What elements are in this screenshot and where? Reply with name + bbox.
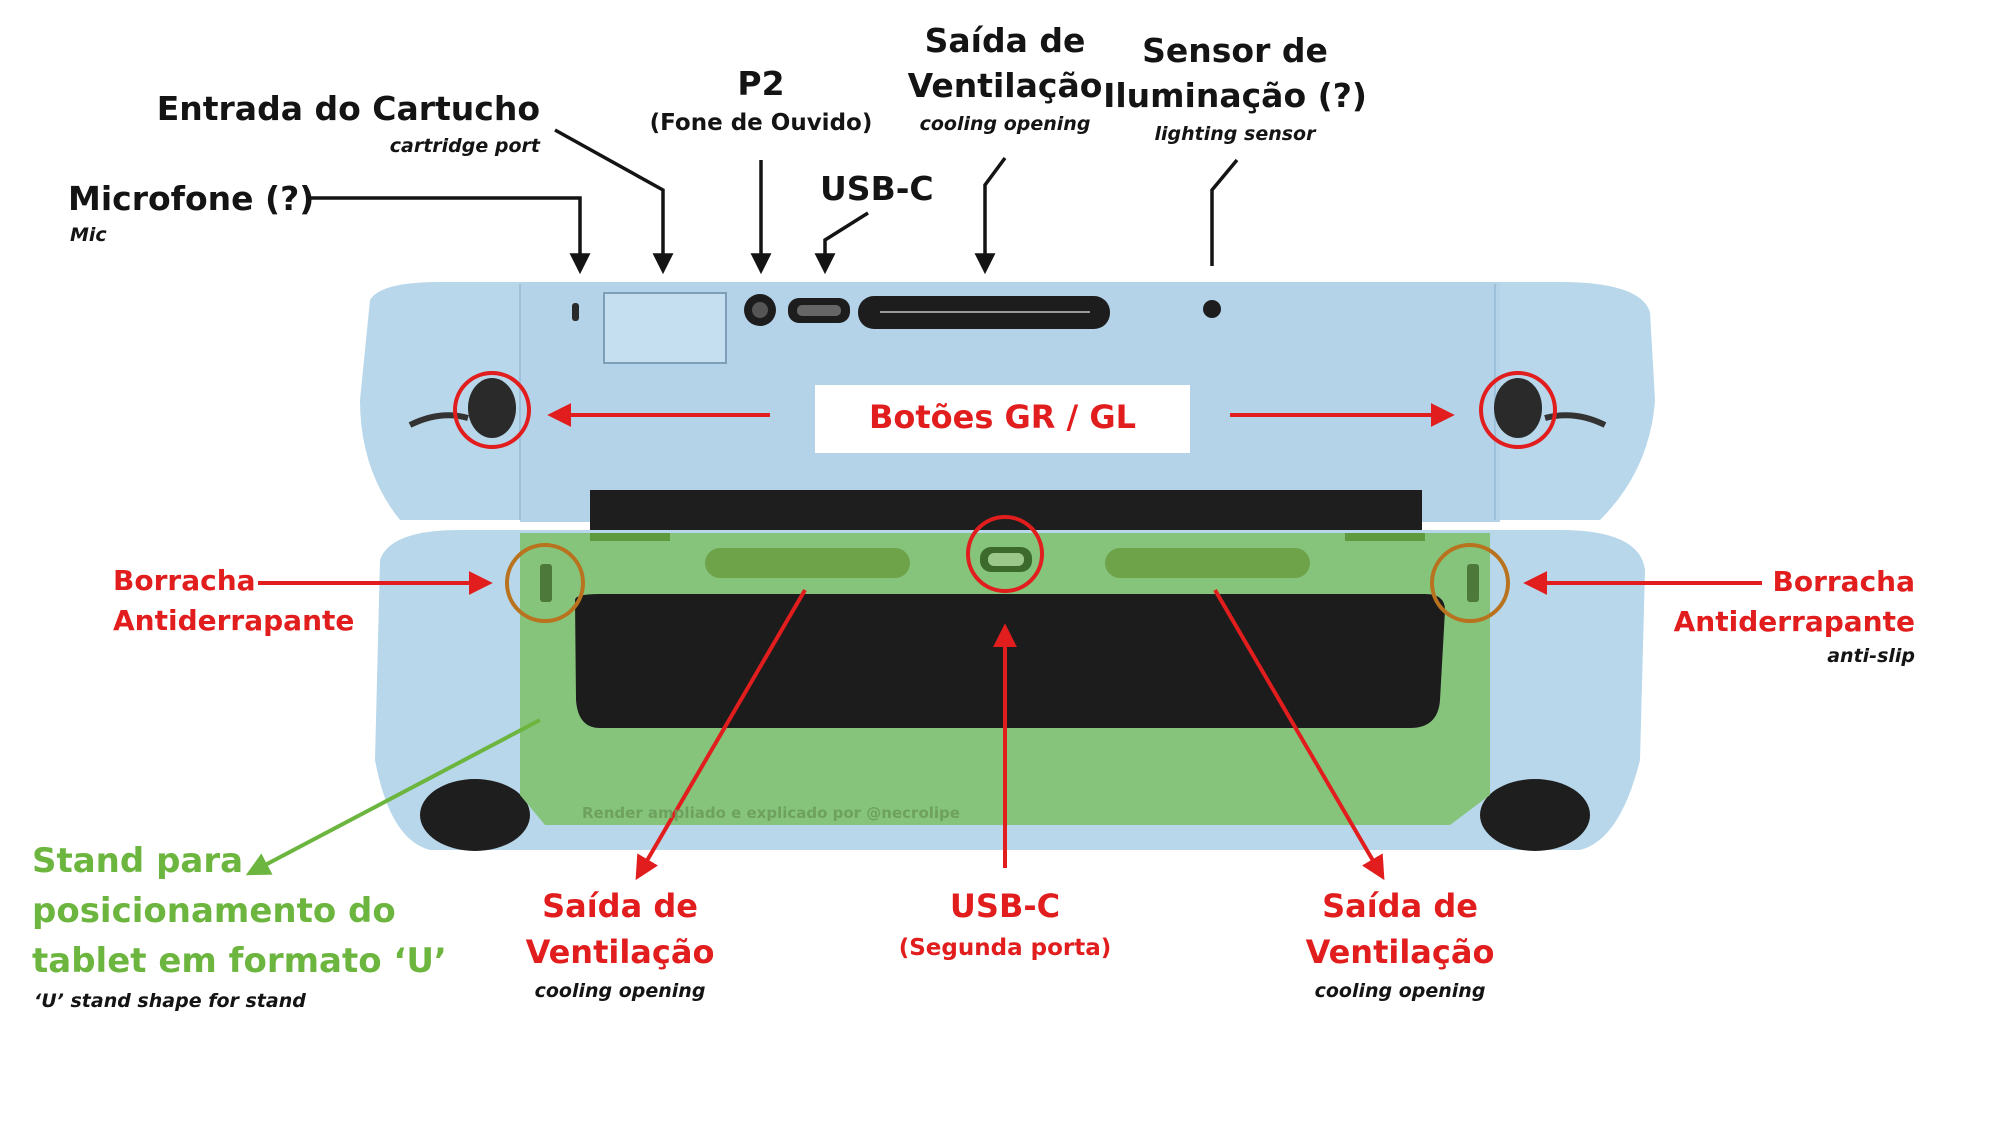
console-bottom-view — [375, 530, 1645, 851]
p2-subtitle: (Fone de Ouvido) — [649, 110, 873, 136]
vent-right-subtitle: cooling opening — [1314, 980, 1486, 1002]
antislip-left-line2: Antiderrapante — [113, 604, 355, 637]
cartridge-slot-icon — [603, 292, 727, 364]
mic-hole-icon — [572, 303, 579, 321]
antislip-right-line1: Borracha — [1772, 565, 1915, 598]
stand-line3: tablet em formato ‘U’ — [32, 941, 447, 981]
cartridge-title: Entrada do Cartucho — [156, 89, 540, 128]
gl-button-icon — [468, 378, 516, 438]
vent-left-line1: Saída de — [542, 887, 698, 925]
vent-left-subtitle: cooling opening — [534, 980, 706, 1002]
usbc-top-title: USB-C — [820, 169, 934, 208]
bottom-vent-left-icon — [705, 548, 910, 578]
sensor-subtitle: lighting sensor — [1154, 123, 1316, 145]
mic-subtitle: Mic — [70, 224, 107, 246]
sensor-line2: Iluminação (?) — [1103, 76, 1367, 115]
mic-title: Microfone (?) — [68, 179, 315, 218]
stand-line2: posicionamento do — [32, 891, 396, 931]
vent-top-subtitle: cooling opening — [919, 113, 1091, 135]
antislip-left-icon — [540, 564, 552, 602]
red-annotation-arrows — [258, 403, 1762, 881]
stand-subtitle: ‘U’ stand shape for stand — [34, 990, 306, 1012]
vent-left-line2: Ventilação — [525, 933, 715, 971]
vent-top-line2: Ventilação — [907, 66, 1103, 105]
vent-top-line1: Saída de — [924, 21, 1086, 60]
gl-gr-buttons-label: Botões GR / GL — [868, 398, 1137, 436]
antislip-right-subtitle: anti-slip — [1827, 645, 1915, 667]
sensor-line1: Sensor de — [1142, 31, 1328, 70]
light-sensor-icon — [1203, 300, 1221, 318]
watermark: Render ampliado e explicado por @necroli… — [582, 804, 960, 822]
bottom-vent-right-icon — [1105, 548, 1310, 578]
antislip-right-icon — [1467, 564, 1479, 602]
vent-right-line2: Ventilação — [1305, 933, 1495, 971]
p2-title: P2 — [737, 64, 785, 103]
usbc-second-title: USB-C — [949, 887, 1061, 925]
stand-arrow — [245, 718, 541, 876]
antislip-right-line2: Antiderrapante — [1673, 605, 1915, 638]
antislip-left-line1: Borracha — [113, 564, 256, 597]
vent-right-line1: Saída de — [1322, 887, 1478, 925]
annotation-arrow — [310, 128, 1239, 275]
highlight-circle — [453, 371, 1557, 593]
center-label-box: Botões GR / GL — [815, 385, 1190, 453]
antislip-highlight-circles — [505, 543, 1510, 623]
stand-opening — [575, 594, 1445, 728]
stand-line1: Stand para — [32, 841, 244, 881]
usbc-second-subtitle: (Segunda porta) — [898, 935, 1112, 961]
cartridge-subtitle: cartridge port — [389, 135, 540, 157]
gr-button-icon — [1494, 378, 1542, 438]
